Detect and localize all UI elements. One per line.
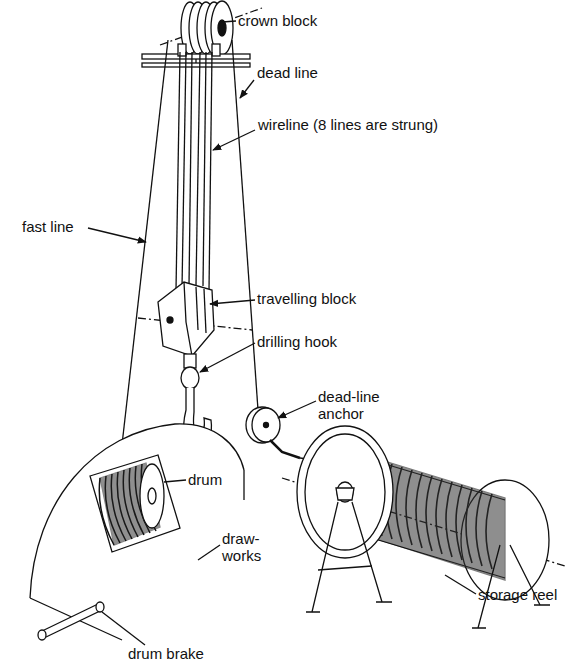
dead-line-cable: [232, 40, 258, 410]
part-label: draw-works: [222, 530, 268, 564]
part-label: storage reel: [478, 586, 578, 603]
leader-line: [88, 21, 476, 645]
part-label: fast line: [22, 218, 102, 235]
part-label: drilling hook: [257, 333, 377, 350]
part-label: dead-line anchor: [318, 388, 390, 422]
part-label: drum: [188, 471, 248, 488]
drum-brake-lever: [38, 602, 104, 640]
fast-line-cable: [118, 40, 168, 480]
part-label: travelling block: [257, 290, 397, 307]
part-label: wireline (8 lines are strung): [258, 116, 498, 133]
travelling-block: [138, 282, 252, 368]
part-label: drum brake: [128, 645, 238, 662]
part-label: dead line: [257, 64, 357, 81]
part-label: crown block: [238, 12, 358, 29]
crown-block: [142, 1, 262, 67]
draw-works-housing: [30, 424, 244, 640]
wireline: [176, 52, 212, 290]
